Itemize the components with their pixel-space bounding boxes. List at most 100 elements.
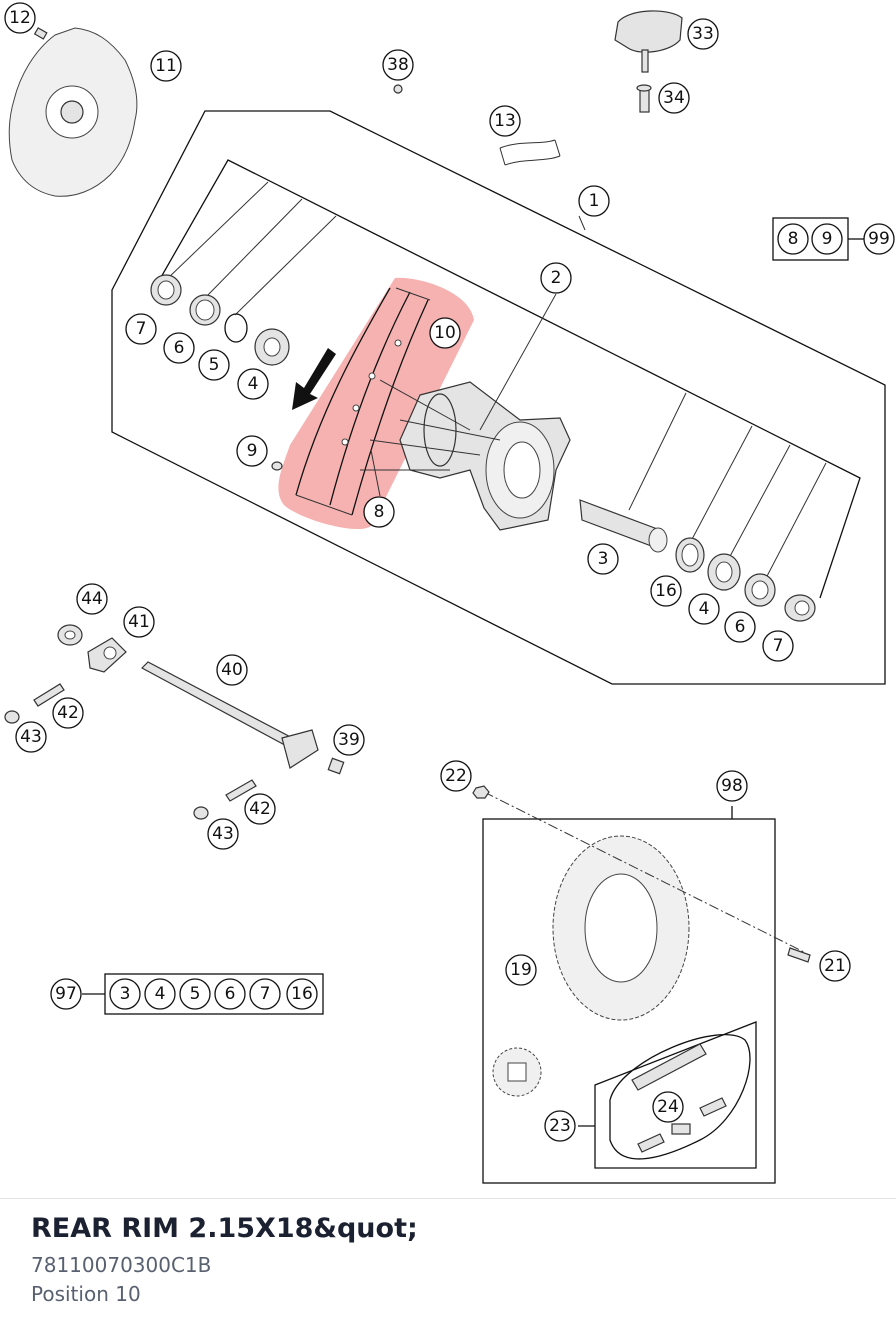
callout-34[interactable]: 34 bbox=[658, 82, 690, 114]
callout-33[interactable]: 33 bbox=[687, 18, 719, 50]
nut-43a[interactable] bbox=[4, 710, 20, 724]
callout-8[interactable]: 8 bbox=[363, 496, 395, 528]
callout-44[interactable]: 44 bbox=[76, 583, 108, 615]
bearing-4-right[interactable] bbox=[707, 553, 741, 591]
spoke-band-13[interactable] bbox=[499, 139, 561, 166]
svg-text:43: 43 bbox=[20, 727, 42, 747]
svg-text:34: 34 bbox=[663, 88, 685, 108]
callout-5[interactable]: 5 bbox=[198, 349, 230, 381]
seal-6-left[interactable] bbox=[189, 294, 221, 326]
callout-2[interactable]: 2 bbox=[540, 262, 572, 294]
rim-highlight[interactable] bbox=[278, 277, 474, 530]
svg-text:4: 4 bbox=[248, 374, 259, 394]
circlip-5[interactable] bbox=[224, 313, 248, 343]
callout-43-lower[interactable]: 43 bbox=[207, 818, 239, 850]
callout-9[interactable]: 9 bbox=[236, 435, 268, 467]
svg-text:9: 9 bbox=[822, 229, 833, 249]
front-sprocket[interactable] bbox=[492, 1047, 542, 1097]
callout-16[interactable]: 16 bbox=[650, 575, 682, 607]
callout-16-kit[interactable]: 16 bbox=[286, 978, 318, 1010]
disc-screw[interactable] bbox=[33, 27, 48, 40]
callout-6-kit[interactable]: 6 bbox=[214, 978, 246, 1010]
callout-4-right[interactable]: 4 bbox=[688, 593, 720, 625]
spacer-7-left[interactable] bbox=[150, 274, 182, 306]
svg-text:5: 5 bbox=[209, 355, 220, 375]
callout-9-kit[interactable]: 9 bbox=[811, 223, 843, 255]
callout-21[interactable]: 21 bbox=[819, 950, 851, 982]
svg-text:43: 43 bbox=[212, 824, 234, 844]
callout-4-kit[interactable]: 4 bbox=[144, 978, 176, 1010]
callout-41[interactable]: 41 bbox=[123, 606, 155, 638]
callout-10[interactable]: 10 bbox=[429, 317, 461, 349]
callout-8-kit[interactable]: 8 bbox=[777, 223, 809, 255]
brake-disc[interactable] bbox=[8, 27, 138, 197]
callout-13[interactable]: 13 bbox=[489, 105, 521, 137]
callout-39[interactable]: 39 bbox=[333, 724, 365, 756]
svg-text:97: 97 bbox=[55, 984, 77, 1004]
screw-axis bbox=[483, 791, 807, 954]
valve-cap-33[interactable] bbox=[614, 10, 683, 73]
svg-text:6: 6 bbox=[174, 338, 185, 358]
callout-42-upper[interactable]: 42 bbox=[52, 697, 84, 729]
callout-12[interactable]: 12 bbox=[4, 2, 36, 34]
svg-text:5: 5 bbox=[190, 984, 201, 1004]
callout-42-lower[interactable]: 42 bbox=[244, 793, 276, 825]
svg-text:24: 24 bbox=[657, 1097, 679, 1117]
callout-19[interactable]: 19 bbox=[505, 954, 537, 986]
callout-1[interactable]: 1 bbox=[578, 185, 610, 217]
adjusting-screw-42b[interactable] bbox=[225, 779, 257, 802]
chain-adjuster-41[interactable] bbox=[87, 637, 127, 673]
bearing-4-left[interactable] bbox=[254, 328, 290, 366]
rear-hub[interactable] bbox=[360, 379, 571, 531]
callout-22[interactable]: 22 bbox=[440, 760, 472, 792]
callout-38[interactable]: 38 bbox=[382, 49, 414, 81]
svg-text:19: 19 bbox=[510, 960, 532, 980]
svg-text:7: 7 bbox=[773, 636, 784, 656]
nut-44[interactable] bbox=[57, 624, 83, 646]
callout-4-left[interactable]: 4 bbox=[237, 368, 269, 400]
distance-sleeve-3[interactable] bbox=[579, 499, 668, 553]
spacer-7-right[interactable] bbox=[784, 594, 816, 622]
callout-23[interactable]: 23 bbox=[544, 1110, 576, 1142]
callout-7-right[interactable]: 7 bbox=[762, 630, 794, 662]
callout-5-kit[interactable]: 5 bbox=[179, 978, 211, 1010]
svg-text:8: 8 bbox=[374, 502, 385, 522]
svg-text:41: 41 bbox=[128, 612, 150, 632]
chain-group-box bbox=[594, 1021, 757, 1169]
callout-7-left[interactable]: 7 bbox=[125, 313, 157, 345]
callout-6-right[interactable]: 6 bbox=[724, 611, 756, 643]
callout-6-left[interactable]: 6 bbox=[163, 332, 195, 364]
spacer-ring-16[interactable] bbox=[675, 537, 705, 573]
callout-99[interactable]: 99 bbox=[863, 223, 895, 255]
callout-40[interactable]: 40 bbox=[216, 654, 248, 686]
callout-7-kit[interactable]: 7 bbox=[249, 978, 281, 1010]
seal-6-right[interactable] bbox=[744, 573, 776, 607]
nipple-38[interactable] bbox=[393, 84, 403, 94]
exploded-parts-diagram: 12 11 38 33 34 13 1 2 10 8 9 99 7 6 5 4 … bbox=[4, 2, 895, 1184]
adjusting-screw-42a[interactable] bbox=[33, 683, 65, 707]
callout-43-upper[interactable]: 43 bbox=[15, 721, 47, 753]
wheel-spindle-40[interactable] bbox=[141, 661, 319, 769]
svg-text:98: 98 bbox=[721, 776, 743, 796]
svg-text:23: 23 bbox=[549, 1116, 571, 1136]
chain-24[interactable] bbox=[609, 1034, 751, 1160]
callout-97[interactable]: 97 bbox=[50, 978, 82, 1010]
screw-21[interactable] bbox=[787, 947, 811, 963]
nut-22[interactable] bbox=[472, 785, 490, 799]
callout-98[interactable]: 98 bbox=[716, 770, 748, 802]
callout-24[interactable]: 24 bbox=[652, 1091, 684, 1123]
svg-text:38: 38 bbox=[387, 55, 409, 75]
svg-text:6: 6 bbox=[225, 984, 236, 1004]
callout-3[interactable]: 3 bbox=[587, 543, 619, 575]
rear-rim[interactable] bbox=[295, 287, 431, 516]
callout-3-kit[interactable]: 3 bbox=[109, 978, 141, 1010]
svg-text:4: 4 bbox=[155, 984, 166, 1004]
nipple-9[interactable] bbox=[271, 461, 283, 471]
svg-text:4: 4 bbox=[699, 599, 710, 619]
nut-39[interactable] bbox=[327, 757, 345, 775]
callout-11[interactable]: 11 bbox=[150, 50, 182, 82]
rear-sprocket-19[interactable] bbox=[552, 835, 690, 1021]
svg-text:16: 16 bbox=[655, 581, 677, 601]
nut-43b[interactable] bbox=[193, 806, 209, 820]
valve-34[interactable] bbox=[636, 84, 652, 113]
